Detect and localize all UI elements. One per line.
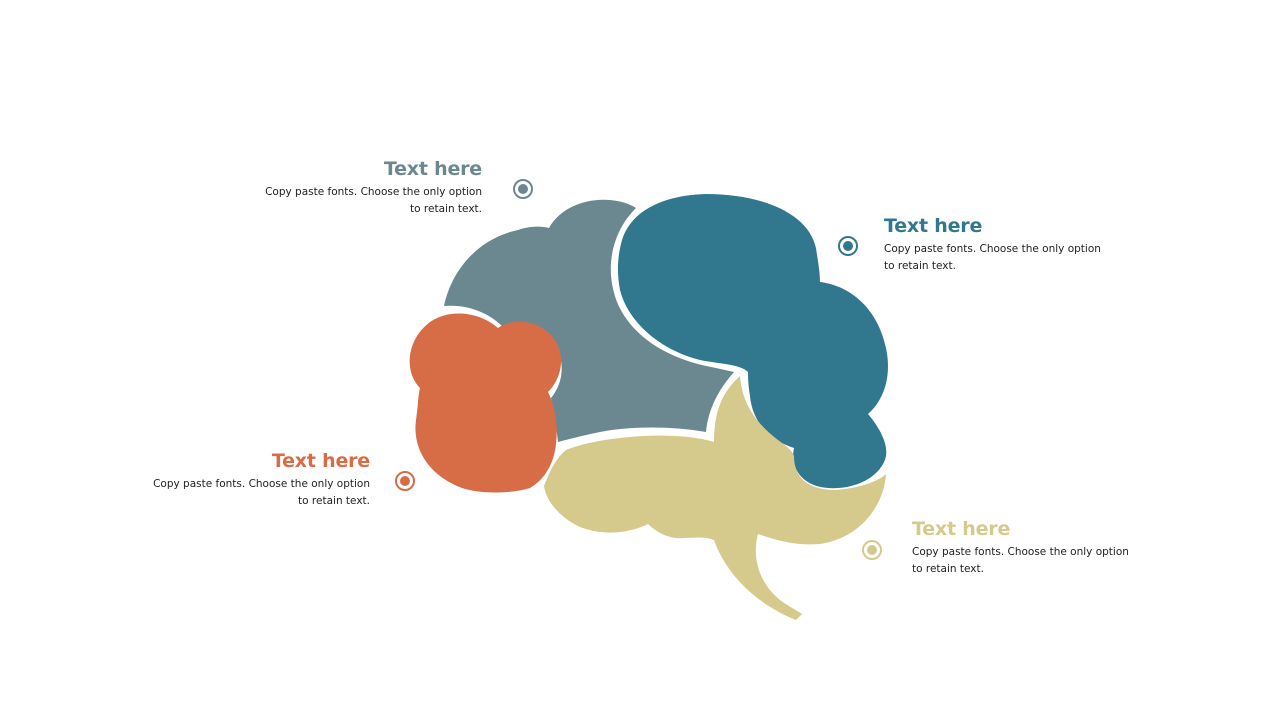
marker-top-left-icon <box>513 179 533 199</box>
marker-bottom-left-icon <box>395 471 415 491</box>
callout-body: Copy paste fonts. Choose the only option… <box>884 241 1101 275</box>
brain-lobe-orange <box>409 313 562 493</box>
callout-body-line: to retain text. <box>410 203 482 215</box>
brain-lobe-sand <box>544 376 886 620</box>
callout-body-line: Copy paste fonts. Choose the only option <box>265 186 482 198</box>
callout-body: Copy paste fonts. Choose the only option… <box>153 476 370 510</box>
callout-body: Copy paste fonts. Choose the only option… <box>265 184 482 218</box>
callout-body-line: Copy paste fonts. Choose the only option <box>884 243 1101 255</box>
callout-bottom-right: Text here Copy paste fonts. Choose the o… <box>912 518 1129 578</box>
callout-title: Text here <box>271 450 370 472</box>
callout-bottom-left: Text here Copy paste fonts. Choose the o… <box>153 450 370 510</box>
callout-body-line: to retain text. <box>912 563 984 575</box>
callout-body: Copy paste fonts. Choose the only option… <box>912 544 1129 578</box>
callout-body-line: to retain text. <box>884 260 956 272</box>
callout-top-right: Text here Copy paste fonts. Choose the o… <box>884 215 1101 275</box>
marker-top-right-icon <box>838 236 858 256</box>
callout-title: Text here <box>912 518 1011 540</box>
callout-body-line: Copy paste fonts. Choose the only option <box>912 546 1129 558</box>
callout-top-left: Text here Copy paste fonts. Choose the o… <box>265 158 482 218</box>
callout-title: Text here <box>884 215 983 237</box>
callout-body-line: Copy paste fonts. Choose the only option <box>153 478 370 490</box>
brain-lobe-teal <box>617 194 888 489</box>
callout-body-line: to retain text. <box>298 495 370 507</box>
marker-bottom-right-icon <box>862 540 882 560</box>
brain-lobe-slate <box>444 199 734 442</box>
callout-title: Text here <box>383 158 482 180</box>
